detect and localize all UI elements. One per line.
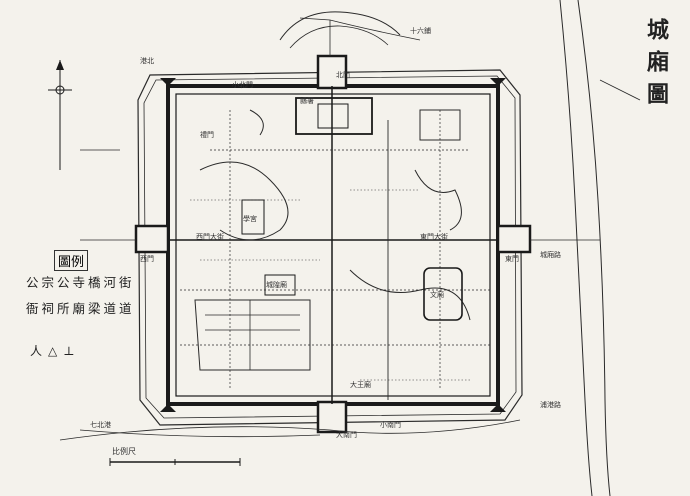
gate-west bbox=[134, 224, 170, 254]
compass-rose-icon bbox=[48, 60, 72, 170]
map-label: 七北港 bbox=[90, 421, 111, 429]
map-label: 城隍廟 bbox=[266, 281, 287, 289]
city-wall-inner bbox=[175, 93, 491, 397]
canal-4 bbox=[414, 169, 462, 231]
bastion-ne bbox=[490, 78, 506, 86]
map-label: 學宮 bbox=[243, 215, 257, 223]
bastion-nw bbox=[160, 78, 176, 86]
map-label: 浦港路 bbox=[540, 401, 561, 409]
road-west bbox=[80, 149, 136, 241]
map-label: 十六鋪 bbox=[410, 27, 431, 35]
canal-2 bbox=[194, 299, 311, 371]
legend-row-1: 公宗公寺橋河街 bbox=[26, 275, 135, 290]
map-label: 文廟 bbox=[430, 291, 444, 299]
creek-north-2 bbox=[289, 25, 389, 49]
map-label: 西門 bbox=[140, 255, 154, 263]
map-label: 禮門 bbox=[200, 131, 214, 139]
map-label: 大南門 bbox=[336, 431, 357, 439]
canal-1 bbox=[199, 161, 289, 241]
moat bbox=[137, 69, 523, 426]
compound-west bbox=[264, 274, 296, 296]
east-river-1 bbox=[559, 0, 593, 496]
road-south bbox=[59, 419, 521, 441]
map-label: 東門大街 bbox=[420, 233, 448, 241]
compound-temple bbox=[423, 267, 463, 321]
map-label: 港北 bbox=[140, 57, 154, 65]
gate-south bbox=[316, 400, 348, 434]
map-label: 縣署 bbox=[300, 97, 314, 105]
scale-label: 比例尺 bbox=[112, 447, 136, 456]
canal-6 bbox=[419, 109, 461, 141]
map-label: 東門 bbox=[505, 255, 519, 263]
canal-7 bbox=[249, 109, 264, 136]
moat-inner bbox=[143, 75, 517, 419]
creek-north bbox=[279, 11, 401, 41]
legend-heading: 圖例 bbox=[54, 250, 89, 271]
map-title: 城廂圖 bbox=[643, 18, 669, 114]
map-label: 北門 bbox=[336, 71, 350, 79]
compound-yamen bbox=[295, 97, 373, 135]
east-river-3 bbox=[599, 79, 641, 101]
east-river-2 bbox=[577, 0, 611, 496]
gate-north bbox=[316, 54, 348, 90]
road-north bbox=[299, 17, 421, 56]
bastion-se bbox=[490, 404, 506, 412]
legend-row-2: 衙祠所廟梁道道 bbox=[26, 301, 135, 316]
map-label: 西門大街 bbox=[196, 233, 224, 241]
map-label: 小北門 bbox=[232, 81, 253, 89]
map-label: 小南門 bbox=[380, 421, 401, 429]
creek-south bbox=[79, 429, 321, 438]
canal-3 bbox=[205, 300, 300, 370]
scale-bar bbox=[109, 458, 241, 466]
bastion-sw bbox=[160, 404, 176, 412]
gate-east bbox=[496, 224, 532, 254]
map-label: 城廂路 bbox=[540, 251, 561, 259]
legend-symbols: 人△⊥ bbox=[30, 344, 81, 358]
compound-yamen-inner bbox=[317, 103, 349, 129]
map-label: 大王廟 bbox=[350, 381, 371, 389]
